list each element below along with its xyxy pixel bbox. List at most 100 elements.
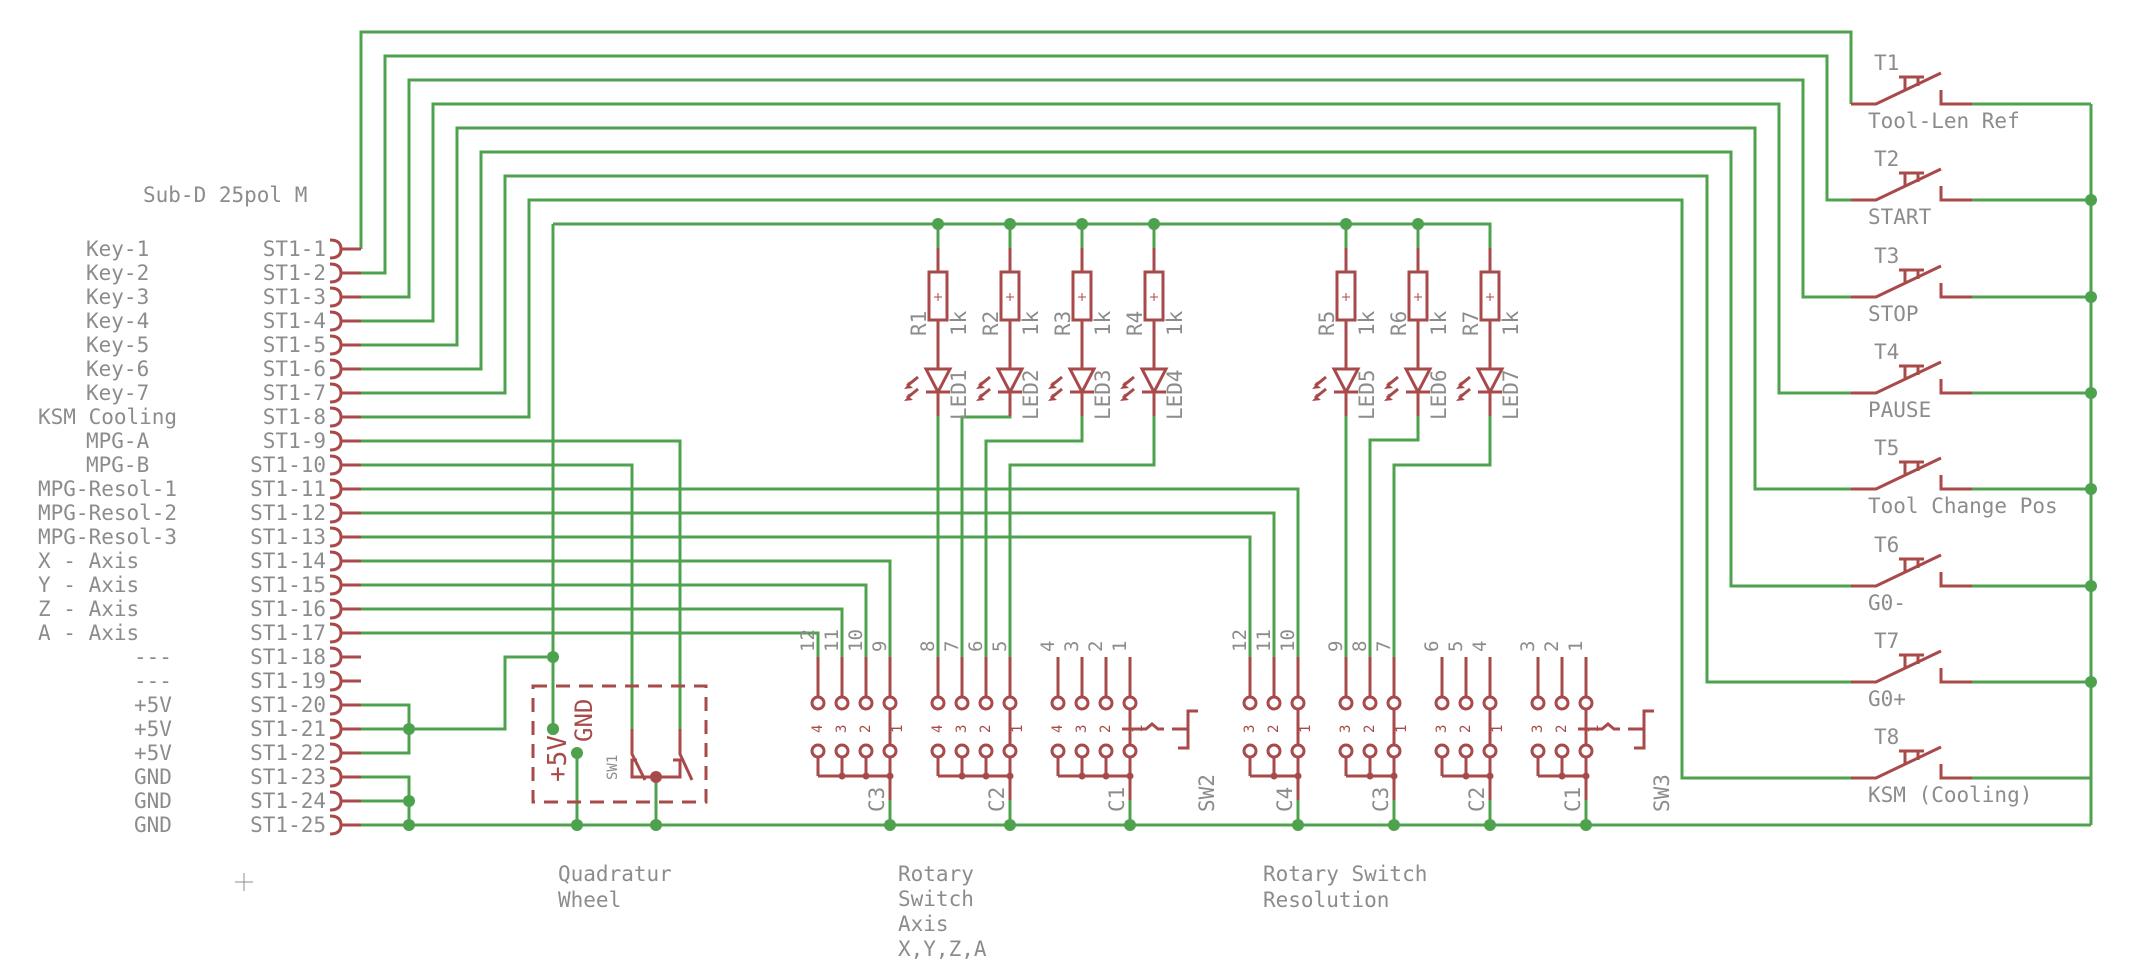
switch-pos-label: 2 xyxy=(1458,725,1474,733)
connector-pin-label: ST1-10 xyxy=(250,453,326,477)
light-arrow-icon xyxy=(906,387,919,400)
axis-wire xyxy=(361,631,820,657)
switch-pad xyxy=(1050,695,1066,711)
light-arrow-head xyxy=(1048,393,1057,401)
switch-pos-label: 3 xyxy=(1530,725,1546,733)
button-label: STOP xyxy=(1868,302,1919,326)
switch-pin-label: 6 xyxy=(965,641,987,652)
button-ref: T6 xyxy=(1874,533,1899,557)
switch-pos-label: 1 xyxy=(1586,725,1602,733)
wires xyxy=(359,30,2093,827)
switch-common-dot xyxy=(838,772,846,780)
switch-pos-label: 3 xyxy=(834,725,850,733)
sw3-deck-c4 xyxy=(1242,657,1306,800)
resol-wire xyxy=(361,511,1276,657)
resistor-name: R5 xyxy=(1315,311,1339,336)
connector-contact-icon xyxy=(329,430,343,452)
switch-ref-label: SW2 xyxy=(1195,774,1219,812)
connector-signal-label: KSM Cooling xyxy=(38,405,177,429)
switch-pos-label: 1 xyxy=(890,725,906,733)
led-diode-icon xyxy=(1067,367,1097,396)
junction-dot xyxy=(547,651,559,663)
junction-dot xyxy=(1484,819,1496,831)
switch-pad xyxy=(1554,743,1570,759)
junction-dot xyxy=(2085,580,2097,592)
pushbutton-t3 xyxy=(1851,264,1972,299)
switch-ref-label: SW3 xyxy=(1650,774,1674,812)
connector-pin-label: ST1-6 xyxy=(263,357,326,381)
button-ref: T4 xyxy=(1874,340,1899,364)
junction-dot xyxy=(2085,483,2097,495)
switch-pad xyxy=(1362,743,1378,759)
sw1-pin-gnd: GND xyxy=(570,699,598,742)
switch-lever xyxy=(1851,745,1942,780)
connector-signal-label: +5V xyxy=(134,693,172,717)
connector-signal-label: MPG-Resol-1 xyxy=(38,477,177,501)
resistor-value: 1k xyxy=(947,310,971,336)
resistor-name: R6 xyxy=(1387,311,1411,336)
connector-pin-label: ST1-11 xyxy=(250,477,326,501)
connector-contact-icon xyxy=(329,766,343,788)
switch-pad xyxy=(1074,743,1090,759)
light-arrow-icon xyxy=(1386,375,1399,388)
connector-signal-label: GND xyxy=(134,789,172,813)
switch-pad xyxy=(882,695,898,711)
connector-contact-icon xyxy=(329,790,343,812)
switch-pad xyxy=(1290,743,1306,759)
switch-actuator-link xyxy=(1578,722,1620,731)
switch-pad xyxy=(1530,743,1546,759)
button-label: KSM (Cooling) xyxy=(1868,783,2032,807)
switch-pin-label: 8 xyxy=(917,641,939,652)
switch-common-label: C3 xyxy=(865,787,889,812)
sw3-deck-c2 xyxy=(1434,657,1498,800)
vcc-wire xyxy=(361,655,553,731)
connector-contact-icon xyxy=(329,334,343,356)
resistor-name: R7 xyxy=(1459,311,1483,336)
switch-pos-label: 2 xyxy=(1362,725,1378,733)
connector-signal-label: A - Axis xyxy=(38,621,139,645)
light-arrow-head xyxy=(976,393,985,401)
led-6 xyxy=(1384,367,1433,416)
resistor-r2 xyxy=(999,248,1021,368)
connector-signal-label: --- xyxy=(134,669,172,693)
switch-pin-label: 5 xyxy=(1445,641,1467,652)
switch-common-dot xyxy=(1558,772,1566,780)
connector-signal-label: --- xyxy=(134,645,172,669)
switch-common-label: C3 xyxy=(1369,787,1393,812)
switch-pos-label: 4 xyxy=(1050,725,1066,733)
switch-pad xyxy=(1122,743,1138,759)
connector-pin-label: ST1-15 xyxy=(250,573,326,597)
button-ref: T1 xyxy=(1874,51,1899,75)
led-name: LED7 xyxy=(1499,369,1523,420)
switch-lever xyxy=(1851,360,1942,395)
junction-dot xyxy=(1340,218,1352,230)
connector-signal-label: Key-2 xyxy=(86,261,149,285)
switch-pin-label: 5 xyxy=(989,641,1011,652)
resol-wire xyxy=(361,535,1252,657)
switch-pad xyxy=(1554,695,1570,711)
switch-pin-label: 3 xyxy=(1517,641,1539,652)
switch-pad xyxy=(1434,695,1450,711)
connector-contact-icon xyxy=(329,574,343,596)
connector-signal-label: GND xyxy=(134,813,172,837)
connector-contact-icon xyxy=(329,286,343,308)
switch-pos-label: 1 xyxy=(1490,725,1506,733)
caption-line: Quadratur xyxy=(558,862,672,886)
junction-dot xyxy=(1292,819,1304,831)
resistor-value: 1k xyxy=(1019,310,1043,336)
switch-lever xyxy=(1851,456,1942,491)
switch-pad xyxy=(1122,695,1138,711)
connector-pin-label: ST1-17 xyxy=(250,621,326,645)
switch-pin-label: 12 xyxy=(1229,629,1251,652)
key-wire xyxy=(361,54,1851,275)
switch-lever xyxy=(1851,649,1942,684)
light-arrow-icon xyxy=(978,387,991,400)
light-arrow-head xyxy=(1384,393,1393,401)
caption-line: Axis xyxy=(898,912,949,936)
mpg-wire xyxy=(361,463,634,729)
key-wire xyxy=(361,174,1851,684)
junction-dot xyxy=(1580,819,1592,831)
axis-wire xyxy=(361,583,868,657)
connector-pin-label: ST1-9 xyxy=(263,429,326,453)
switch-pad xyxy=(1578,743,1594,759)
